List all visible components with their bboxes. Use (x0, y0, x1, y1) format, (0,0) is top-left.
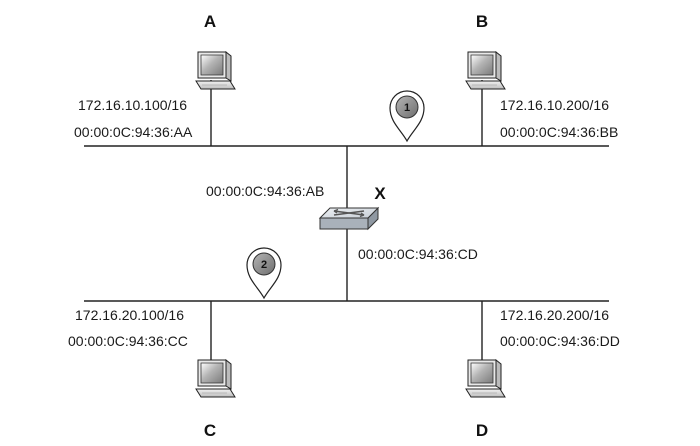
host-d-ip: 172.16.20.200/16 (500, 307, 609, 323)
marker-label-1: 1 (404, 102, 410, 114)
location-marker-icon-1: 1 (389, 90, 425, 143)
host-d-mac: 00:00:0C:94:36:DD (500, 333, 620, 349)
router-mac-upper: 00:00:0C:94:36:AB (206, 183, 324, 199)
host-a-name: A (204, 12, 216, 31)
router-mac-lower: 00:00:0C:94:36:CD (358, 246, 478, 262)
host-b-ip: 172.16.10.200/16 (500, 97, 609, 113)
computer-icon-d (465, 359, 506, 398)
computer-icon-a (195, 51, 236, 90)
location-marker-icon-2: 2 (246, 247, 282, 300)
host-a-ip: 172.16.10.100/16 (78, 97, 187, 113)
computer-icon-c (195, 359, 236, 398)
host-a-mac: 00:00:0C:94:36:AA (74, 124, 193, 140)
router-name: X (374, 184, 386, 203)
host-c-mac: 00:00:0C:94:36:CC (68, 333, 188, 349)
computer-icon-b (465, 51, 506, 90)
marker-label-2: 2 (261, 259, 267, 271)
host-c-name: C (204, 421, 216, 440)
host-d-name: D (476, 421, 488, 440)
host-b-name: B (476, 12, 488, 31)
router-icon (318, 206, 380, 231)
host-b-mac: 00:00:0C:94:36:BB (500, 124, 618, 140)
host-c-ip: 172.16.20.100/16 (75, 307, 184, 323)
